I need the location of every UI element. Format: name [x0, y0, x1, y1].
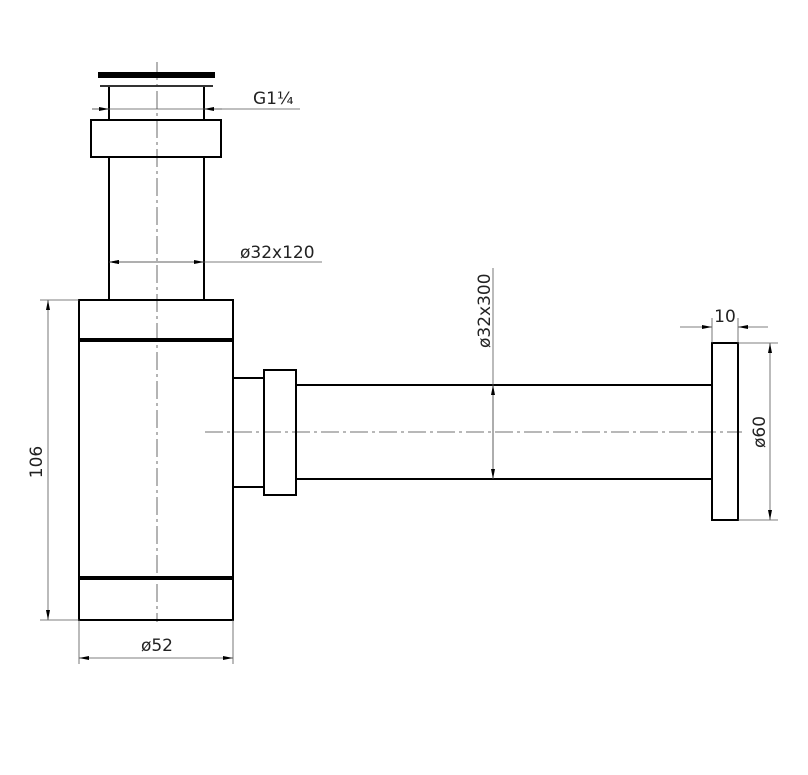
thread-label: G1¼	[253, 89, 293, 109]
side-nut	[263, 369, 297, 496]
flange-diameter-label: ø60	[750, 416, 770, 448]
trap-body	[78, 299, 234, 621]
drain-cap	[98, 72, 215, 78]
cap-plate	[100, 85, 213, 87]
flange-thickness-label: 10	[714, 307, 736, 327]
body-diameter-label: ø52	[141, 636, 173, 656]
height-label: 106	[27, 446, 47, 478]
pipe-label: ø32x300	[475, 273, 495, 348]
tube-label: ø32x120	[240, 243, 315, 263]
side-stub	[232, 377, 265, 488]
wall-flange	[711, 342, 739, 521]
top-nut	[90, 119, 222, 158]
